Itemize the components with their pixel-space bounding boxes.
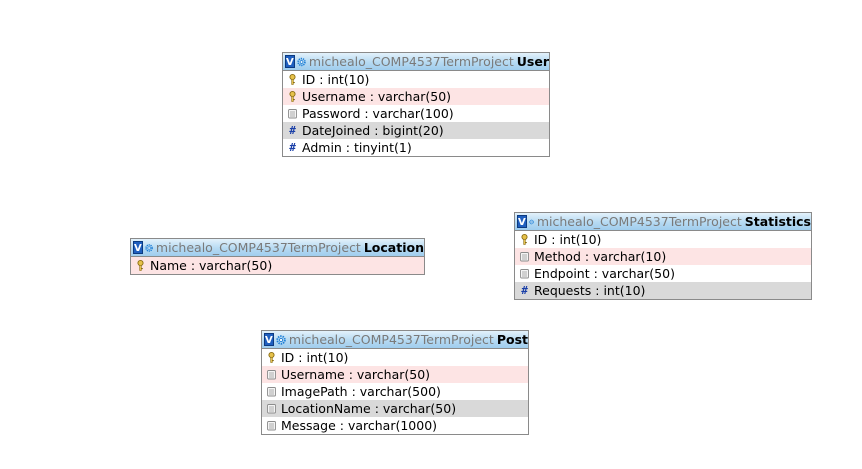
column-label: ImagePath : varchar(500) — [281, 384, 441, 399]
database-name: michealo_COMP4537TermProject — [536, 214, 742, 229]
column-label: Requests : int(10) — [534, 283, 646, 298]
numeric-column-icon: # — [289, 141, 296, 154]
key-icon — [521, 233, 528, 245]
column-row[interactable]: # Requests : int(10) — [515, 282, 811, 299]
gear-icon[interactable] — [528, 215, 534, 229]
table-header[interactable]: V michealo_COMP4537TermProject User — [283, 53, 549, 71]
collapse-toggle-button[interactable]: V — [133, 241, 143, 254]
column-row[interactable]: # Admin : tinyint(1) — [283, 139, 549, 156]
table-name: Location — [363, 240, 424, 255]
column-row[interactable]: LocationName : varchar(50) — [262, 400, 528, 417]
column-label: Admin : tinyint(1) — [302, 140, 412, 155]
column-list: ID : int(10) Method : varchar(10) Endpoint… — [515, 231, 811, 299]
database-name: michealo_COMP4537TermProject — [288, 332, 494, 347]
column-row[interactable]: Method : varchar(10) — [515, 248, 811, 265]
column-label: Password : varchar(100) — [302, 106, 454, 121]
column-row[interactable]: # DateJoined : bigint(20) — [283, 122, 549, 139]
table-header[interactable]: V michealo_COMP4537TermProject Statistic… — [515, 213, 811, 231]
table-statistics[interactable]: V michealo_COMP4537TermProject Statistic… — [514, 212, 812, 300]
column-label: ID : int(10) — [534, 232, 602, 247]
collapse-toggle-button[interactable]: V — [264, 333, 274, 346]
column-list: ID : int(10) Username : varchar(50) ImageP… — [262, 349, 528, 434]
table-location[interactable]: V michealo_COMP4537TermProject Location … — [130, 238, 425, 275]
column-row[interactable]: ImagePath : varchar(500) — [262, 383, 528, 400]
text-column-icon — [267, 421, 276, 431]
table-name: Post — [496, 332, 528, 347]
database-name: michealo_COMP4537TermProject — [155, 240, 361, 255]
database-name: michealo_COMP4537TermProject — [308, 54, 514, 69]
table-post[interactable]: V michealo_COMP4537TermProject Post ID :… — [261, 330, 529, 435]
key-icon — [137, 259, 144, 271]
column-row[interactable]: Password : varchar(100) — [283, 105, 549, 122]
column-row[interactable]: ID : int(10) — [262, 349, 528, 366]
table-header[interactable]: V michealo_COMP4537TermProject Post — [262, 331, 528, 349]
table-name: Statistics — [744, 214, 811, 229]
column-row[interactable]: ID : int(10) — [283, 71, 549, 88]
column-label: DateJoined : bigint(20) — [302, 123, 444, 138]
column-row[interactable]: Message : varchar(1000) — [262, 417, 528, 434]
gear-icon[interactable] — [276, 333, 286, 347]
gear-icon[interactable] — [297, 55, 306, 69]
text-column-icon — [267, 370, 276, 380]
column-label: Name : varchar(50) — [150, 258, 273, 273]
key-icon — [289, 73, 296, 85]
key-icon — [268, 351, 275, 363]
column-row[interactable]: Username : varchar(50) — [283, 88, 549, 105]
text-column-icon — [267, 387, 276, 397]
column-label: Message : varchar(1000) — [281, 418, 438, 433]
column-label: Username : varchar(50) — [302, 89, 452, 104]
column-row[interactable]: ID : int(10) — [515, 231, 811, 248]
column-row[interactable]: Endpoint : varchar(50) — [515, 265, 811, 282]
column-label: ID : int(10) — [302, 72, 370, 87]
text-column-icon — [288, 109, 297, 119]
collapse-toggle-button[interactable]: V — [517, 215, 527, 228]
column-list: ID : int(10) Username : varchar(50) Passwo… — [283, 71, 549, 156]
numeric-column-icon: # — [289, 124, 296, 137]
table-header[interactable]: V michealo_COMP4537TermProject Location — [131, 239, 424, 257]
column-label: Username : varchar(50) — [281, 367, 431, 382]
gear-icon[interactable] — [145, 241, 153, 255]
column-label: LocationName : varchar(50) — [281, 401, 457, 416]
column-row[interactable]: Username : varchar(50) — [262, 366, 528, 383]
column-label: Method : varchar(10) — [534, 249, 667, 264]
numeric-column-icon: # — [521, 284, 528, 297]
collapse-toggle-button[interactable]: V — [285, 55, 295, 68]
text-column-icon — [520, 269, 529, 279]
table-name: User — [516, 54, 549, 69]
column-row[interactable]: Name : varchar(50) — [131, 257, 424, 274]
text-column-icon — [520, 252, 529, 262]
column-label: Endpoint : varchar(50) — [534, 266, 675, 281]
table-user[interactable]: V michealo_COMP4537TermProject User ID :… — [282, 52, 550, 157]
text-column-icon — [267, 404, 276, 414]
column-list: Name : varchar(50) — [131, 257, 424, 274]
key-icon — [289, 90, 296, 102]
column-label: ID : int(10) — [281, 350, 349, 365]
